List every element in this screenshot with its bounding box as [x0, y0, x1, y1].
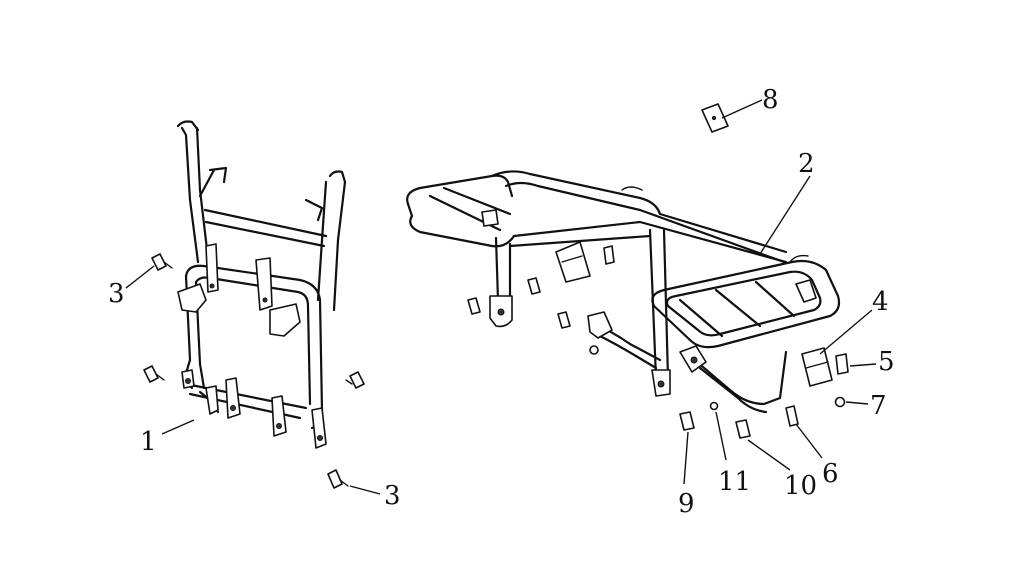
- callout-8: 8: [762, 85, 779, 115]
- bolt-10: [735, 419, 751, 439]
- leader-lines: [125, 99, 877, 495]
- callout-3-upper: 3: [108, 279, 125, 309]
- callout-4: 4: [872, 287, 889, 317]
- bolt-right-mid: [345, 371, 365, 389]
- front-rack-frame: [176, 120, 347, 449]
- washer-11: [709, 401, 719, 411]
- callout-6: 6: [822, 459, 839, 489]
- bolt-5: [835, 353, 849, 375]
- callout-7: 7: [870, 391, 887, 421]
- nut-7: [834, 396, 846, 408]
- callout-10: 10: [784, 471, 817, 501]
- callout-5: 5: [878, 347, 895, 377]
- bolt-left-mid: [143, 365, 165, 383]
- bolt-rack-left: [467, 245, 615, 355]
- reflector-plate-8: [701, 103, 729, 133]
- callout-1: 1: [140, 427, 157, 457]
- rear-rack: [406, 170, 841, 414]
- bolt-9: [679, 411, 695, 431]
- bolt-6: [785, 405, 799, 427]
- callout-11: 11: [718, 467, 751, 497]
- plate-bracket-4: [555, 241, 833, 387]
- callout-2: 2: [798, 149, 815, 179]
- callout-9: 9: [678, 489, 695, 519]
- bolt-3-upper: [151, 253, 173, 271]
- bolt-3-lower: [327, 469, 349, 489]
- callout-3-lower: 3: [384, 481, 401, 511]
